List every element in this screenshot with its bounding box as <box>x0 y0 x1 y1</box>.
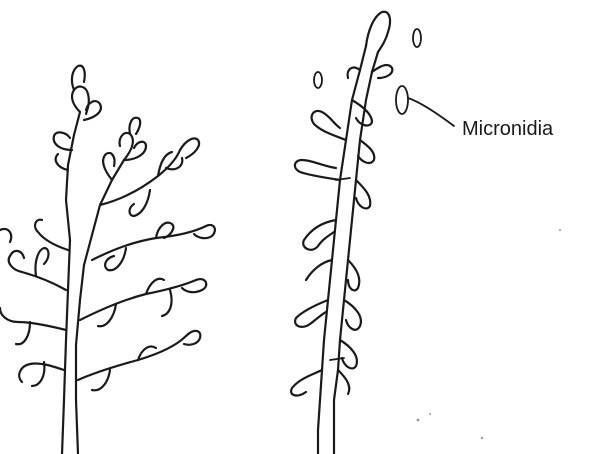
micronidium-labeled <box>396 86 408 114</box>
micronidium-left <box>314 72 322 88</box>
micronidia-leader-line <box>408 98 454 126</box>
micronidia-label: Micronidia <box>462 118 554 140</box>
branched-thallus <box>0 66 215 454</box>
background-specks <box>417 229 561 439</box>
micronidium-top <box>413 29 421 47</box>
micronidia-bearing-axis <box>291 12 421 454</box>
